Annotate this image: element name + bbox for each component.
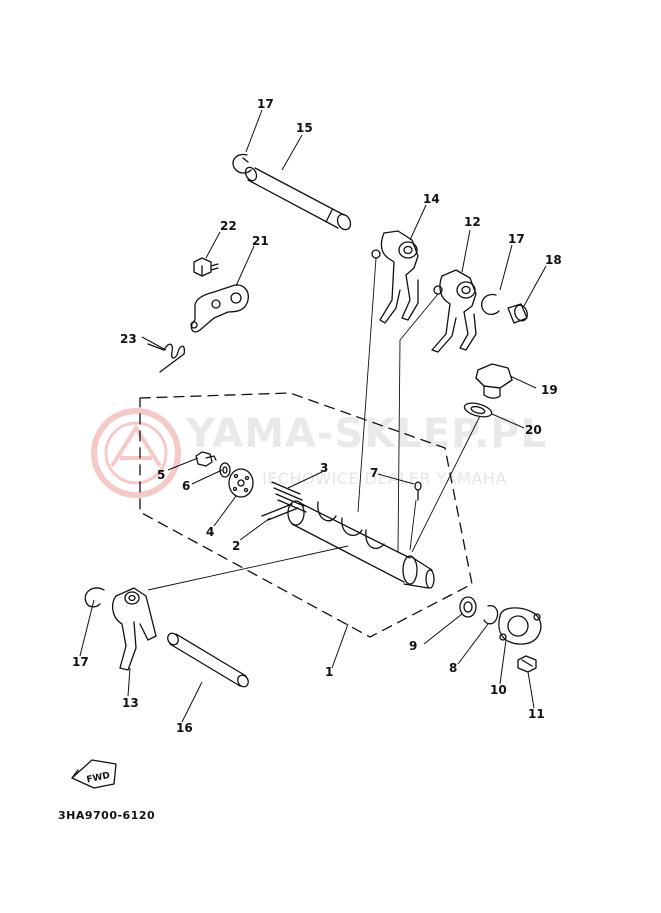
gasket-20 <box>463 402 493 418</box>
callout-11: 11 <box>528 707 545 721</box>
cover-10 <box>498 607 542 645</box>
callout-18: 18 <box>545 253 562 267</box>
callout-7: 7 <box>370 466 379 480</box>
diagram-code: 3HA9700-6120 <box>58 809 156 822</box>
callout-5: 5 <box>157 468 166 482</box>
callout-23: 23 <box>120 332 137 346</box>
stopper-lever-21 <box>190 284 249 333</box>
callout-8: 8 <box>449 661 458 675</box>
callout-20: 20 <box>525 423 542 437</box>
washer-9 <box>459 596 477 618</box>
shift-drum-assembly-outline <box>139 392 473 638</box>
washer-6 <box>219 462 231 478</box>
shift-fork-12 <box>431 269 477 353</box>
circlip-8 <box>483 605 499 625</box>
callout-9: 9 <box>409 639 418 653</box>
callout-13: 13 <box>122 696 139 710</box>
shift-drum-1 <box>287 500 435 589</box>
callout-17-upper: 17 <box>257 97 274 111</box>
callout-19: 19 <box>541 383 558 397</box>
guide-bar-upper <box>244 166 352 231</box>
pins-2 <box>261 503 299 521</box>
callout-17-right: 17 <box>508 232 525 246</box>
fwd-arrow-icon <box>71 759 117 789</box>
assembly-lines <box>147 257 481 591</box>
segment-4 <box>228 468 254 498</box>
shift-fork-13 <box>111 587 157 671</box>
watermark-brand: YAMA-SKLEP.PL <box>186 411 548 457</box>
guide-bar-lower <box>167 632 249 688</box>
shift-fork-14 <box>371 230 419 324</box>
pin-7 <box>414 481 422 501</box>
callout-15: 15 <box>296 121 313 135</box>
bolt-22 <box>193 257 219 277</box>
circlip-lower <box>84 587 105 608</box>
screw-11 <box>517 655 537 673</box>
pins-3 <box>271 481 307 513</box>
callout-17-lower: 17 <box>72 655 89 669</box>
callout-6: 6 <box>182 479 191 493</box>
circlip-right <box>481 293 500 316</box>
callout-12: 12 <box>464 215 481 229</box>
callout-14: 14 <box>423 192 440 206</box>
callout-21: 21 <box>252 234 269 248</box>
callout-3: 3 <box>320 461 329 475</box>
callout-22: 22 <box>220 219 237 233</box>
torsion-spring-23 <box>147 343 186 373</box>
plug-bolt-19 <box>475 363 513 399</box>
callout-16: 16 <box>176 721 193 735</box>
callout-1: 1 <box>325 665 334 679</box>
watermark-tagline: IECHOWICE DEALER YAMAHA <box>262 469 507 488</box>
screw-5 <box>195 451 217 467</box>
callout-10: 10 <box>490 683 507 697</box>
callout-4: 4 <box>206 525 215 539</box>
leader-lines <box>79 109 547 723</box>
circlip-upper <box>232 153 252 174</box>
callout-2: 2 <box>232 539 241 553</box>
collar-18 <box>507 303 528 324</box>
fwd-label: FWD <box>86 771 111 786</box>
